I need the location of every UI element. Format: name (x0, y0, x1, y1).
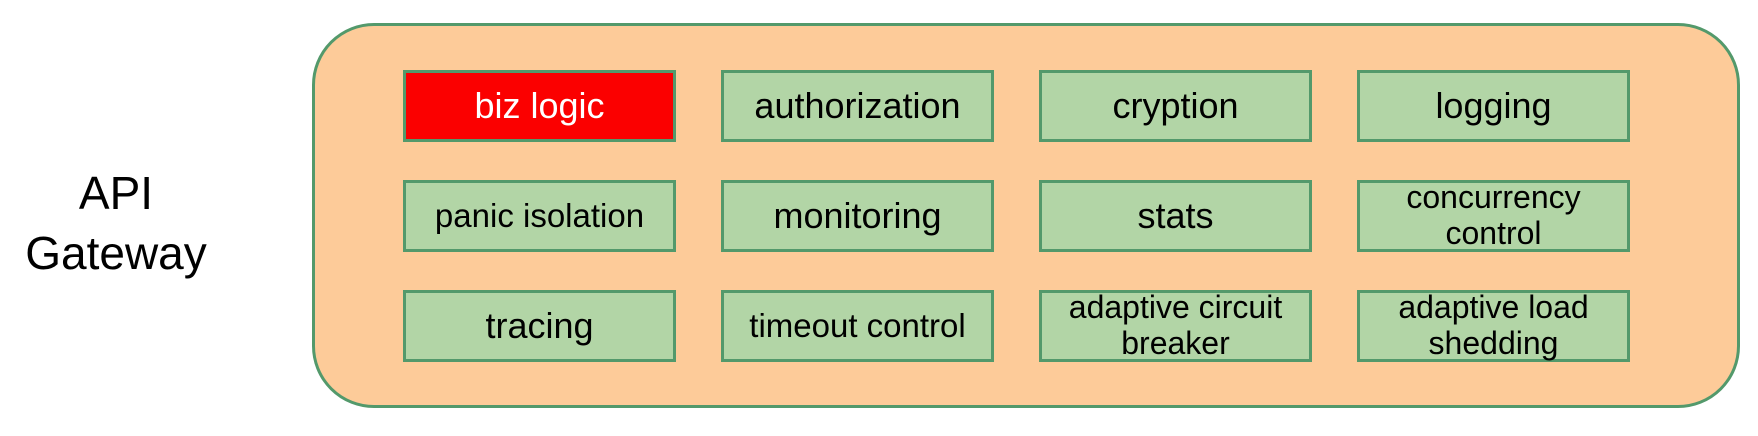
box-adaptive-circuit-breaker: adaptive circuit breaker (1039, 289, 1312, 362)
box-concurrency-control: concurrency control (1357, 179, 1630, 252)
api-gateway-container: biz logic authorization cryption logging… (312, 23, 1740, 408)
box-monitoring: monitoring (721, 180, 994, 252)
feature-grid: biz logic authorization cryption logging… (403, 70, 1630, 362)
box-adaptive-load-shedding: adaptive load shedding (1357, 289, 1630, 362)
box-authorization: authorization (721, 70, 994, 142)
box-stats: stats (1039, 180, 1312, 252)
box-timeout-control: timeout control (721, 290, 994, 362)
box-cryption: cryption (1039, 70, 1312, 142)
box-biz-logic: biz logic (403, 70, 676, 142)
box-panic-isolation: panic isolation (403, 180, 676, 252)
box-logging: logging (1357, 70, 1630, 142)
box-tracing: tracing (403, 290, 676, 362)
api-gateway-label: API Gateway (25, 167, 207, 279)
